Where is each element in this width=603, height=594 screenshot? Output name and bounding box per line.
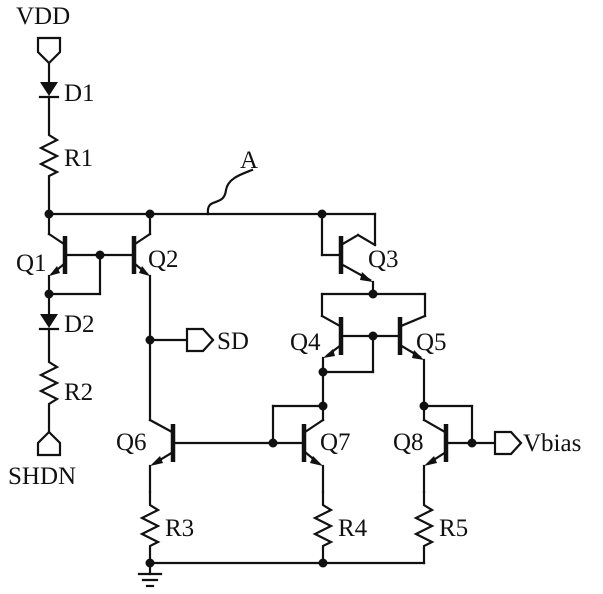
vbias-port	[493, 430, 523, 456]
ground-icon	[137, 561, 163, 588]
junction-dots	[44, 209, 477, 568]
r3-label: R3	[165, 515, 194, 542]
q8-label: Q8	[393, 429, 424, 456]
shdn-port	[36, 430, 62, 457]
resistor-r4	[312, 490, 334, 565]
d1-label: D1	[64, 80, 95, 107]
junction-dot	[95, 250, 105, 260]
junction-dot	[145, 335, 155, 345]
q2-label: Q2	[148, 246, 179, 273]
r2-label: R2	[64, 379, 93, 406]
transistor-q1	[47, 212, 102, 296]
transistor-q4	[320, 314, 402, 374]
sd-port	[148, 327, 215, 353]
transistor-q7	[301, 404, 325, 494]
vdd-label: VDD	[16, 3, 70, 30]
junction-dot	[317, 209, 327, 219]
junction-dot	[318, 401, 328, 411]
resistor-r3	[139, 490, 161, 565]
transistor-q6	[148, 418, 305, 494]
junction-dot	[467, 438, 477, 448]
junction-dot	[44, 289, 54, 299]
vdd-port	[36, 36, 62, 65]
junction-dot	[318, 367, 328, 377]
r1-label: R1	[64, 145, 93, 172]
q6-label: Q6	[116, 429, 147, 456]
junction-dot	[318, 558, 328, 568]
top-rail	[47, 212, 377, 247]
q7-diode-connection	[271, 370, 325, 445]
transistor-q3	[320, 212, 377, 296]
junction-dot	[368, 331, 378, 341]
diode-d1	[38, 82, 60, 99]
vbias-label: Vbias	[523, 430, 581, 457]
q8-diode-connection	[422, 404, 474, 445]
r5-label: R5	[439, 515, 468, 542]
diode-d2	[38, 292, 60, 331]
junction-dot	[419, 401, 429, 411]
resistor-r1	[38, 95, 60, 216]
q1-label: Q1	[16, 250, 47, 277]
shdn-label: SHDN	[8, 463, 76, 490]
node-a-callout	[206, 168, 254, 216]
junction-dot	[268, 438, 278, 448]
q4-label: Q4	[290, 329, 321, 356]
q5-label: Q5	[416, 329, 447, 356]
transistor-q8	[422, 404, 497, 494]
r4-label: R4	[338, 515, 368, 542]
resistor-r5	[413, 490, 435, 565]
a-label: A	[240, 147, 258, 174]
d2-label: D2	[64, 311, 95, 338]
q7-label: Q7	[320, 429, 351, 456]
q4-q5-base-link	[321, 334, 375, 374]
transistor-q2	[98, 212, 152, 422]
transistor-q5	[397, 314, 427, 408]
q3-label: Q3	[368, 246, 399, 273]
junction-dot	[145, 209, 155, 219]
junction-dot	[44, 209, 54, 219]
sd-label: SD	[217, 328, 249, 355]
resistor-r2	[38, 327, 60, 434]
q1-diode-connection	[47, 253, 102, 296]
junction-dot	[145, 558, 155, 568]
junction-dot	[368, 289, 378, 299]
